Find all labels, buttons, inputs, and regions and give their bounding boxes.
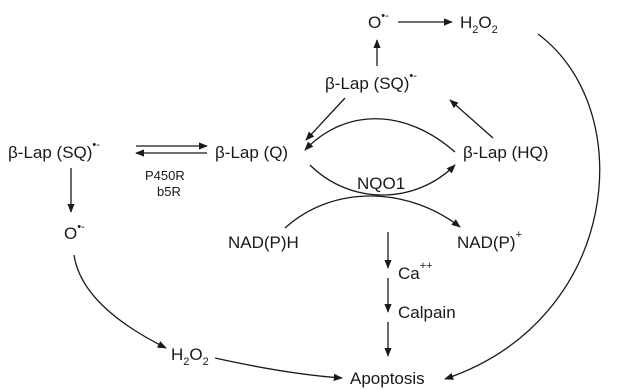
nadph-label: NAD(P)H [228,233,299,252]
beta-lap-sq-top: β-Lap (SQ)•- [325,70,417,93]
beta-lap-q: β-Lap (Q) [215,143,288,162]
beta-lap-sq-top-radical: •- [409,70,417,82]
superoxide-left: O•- [64,221,85,243]
h2o2-top-o: O [478,13,491,32]
h2o2-top-h: H [460,13,472,32]
arrow-sq-to-q [305,97,346,141]
h2o2-top-sub2: 2 [492,24,498,36]
calpain-label: Calpain [398,303,456,322]
b5r-label: b5R [157,184,181,199]
arc-q-to-hq [309,164,456,196]
h2o2-bottom: H2O2 [171,345,209,368]
calcium-label: Ca++ [398,260,433,283]
apoptosis-label: Apoptosis [350,369,425,388]
arc-h2o2-to-apoptosis [214,357,343,382]
superoxide-top: O•- [368,10,389,32]
beta-lap-sq-left-text: β-Lap (SQ) [8,143,92,162]
ca-text: Ca [398,264,420,283]
o-top-radical: •- [381,10,389,22]
arrow-hq-to-sq [449,99,494,139]
h2o2-bot-o: O [189,345,202,364]
ca-plus: ++ [420,260,433,272]
beta-lap-sq-top-text: β-Lap (SQ) [325,74,409,93]
arc-h2o2-top-to-apoptosis [444,33,601,380]
arc-nadph-to-nadp [284,195,461,229]
o-top-text: O [368,13,381,32]
h2o2-top: H2O2 [460,13,498,36]
o-left-radical: •- [77,221,85,233]
h2o2-bot-sub1: 2 [183,356,189,368]
arc-superoxide-to-h2o2-bottom [73,254,167,349]
beta-lap-sq-left-radical: •- [92,139,100,151]
beta-lap-hq: β-Lap (HQ) [463,143,548,162]
nqo1-label: NQO1 [357,174,405,193]
nadp-label: NAD(P)+ [457,229,522,252]
nadp-plus: + [516,229,522,241]
o-left-text: O [64,224,77,243]
h2o2-bot-sub2: 2 [203,356,209,368]
beta-lap-sq-left: β-Lap (SQ)•- [8,139,100,162]
arc-hq-to-q [304,118,456,153]
h2o2-top-sub1: 2 [472,24,478,36]
h2o2-bot-h: H [171,345,183,364]
nadp-text: NAD(P) [457,233,516,252]
p450r-label: P450R [145,168,185,183]
